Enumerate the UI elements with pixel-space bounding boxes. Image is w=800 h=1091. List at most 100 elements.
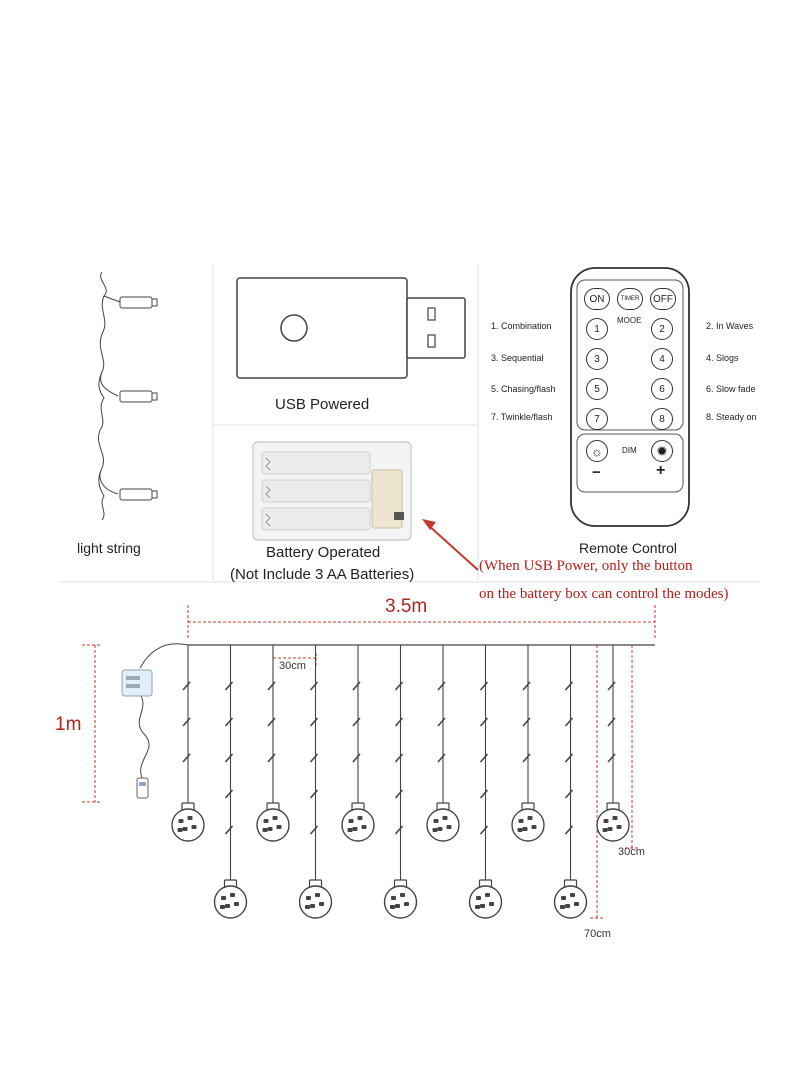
strand-led-9-793	[564, 789, 574, 799]
ball-led-3-4	[305, 905, 310, 909]
ball-led-7-4	[475, 905, 480, 909]
strand-led-7-829	[479, 825, 489, 835]
strand-led-6-721	[437, 717, 446, 727]
off-button[interactable]: OFF	[650, 288, 676, 310]
light-string-caption: light string	[77, 540, 141, 556]
ball-led-7-1	[485, 893, 490, 897]
usb-caption: USB Powered	[275, 396, 370, 413]
short-drop-label: 30cm	[618, 846, 645, 858]
strand-led-0-757	[182, 753, 191, 763]
ball-led-5-1	[400, 893, 405, 897]
strand-led-9-829	[564, 825, 574, 835]
ball-led-6-3	[437, 827, 443, 831]
mode-3-button[interactable]: 3	[586, 348, 608, 370]
ball-ornament-7	[468, 885, 503, 919]
strand-led-0-685	[182, 681, 191, 691]
usb-note-line2: on the battery box can control the modes…	[479, 586, 729, 602]
mode-right-2: 4. Slogs	[706, 353, 739, 363]
mode-7-button[interactable]: 7	[586, 408, 608, 430]
strand-led-0-721	[182, 717, 191, 727]
ball-led-2-1	[272, 816, 278, 820]
strand-led-9-757	[564, 753, 574, 763]
ball-ornament-8	[511, 808, 545, 842]
ball-led-3-0	[306, 896, 311, 900]
ball-ornament-2	[256, 808, 290, 842]
strand-led-6-685	[437, 681, 446, 691]
strand-led-1-721	[224, 717, 234, 727]
ball-led-1-1	[230, 893, 235, 897]
dim-down-button[interactable]: ☼	[586, 440, 608, 462]
ball-led-2-3	[267, 827, 273, 831]
height-dimension-label: 1m	[55, 714, 82, 735]
strand-led-8-685	[522, 681, 531, 691]
strand-led-5-685	[394, 681, 404, 691]
strand-led-7-721	[479, 717, 489, 727]
ball-led-1-3	[225, 904, 230, 908]
curtain-strands	[171, 645, 630, 919]
ball-led-4-4	[347, 828, 353, 832]
long-drop-label: 70cm	[584, 928, 611, 940]
ball-led-5-3	[395, 904, 400, 908]
ball-led-0-2	[191, 825, 197, 829]
strand-led-5-829	[394, 825, 404, 835]
curtain-diagram	[82, 605, 656, 919]
ball-led-10-1	[612, 816, 618, 820]
ball-led-4-2	[361, 825, 367, 829]
strand-led-1-757	[224, 753, 234, 763]
mode-right-3: 6. Slow fade	[706, 384, 756, 394]
ball-led-3-3	[310, 904, 315, 908]
mode-5-button[interactable]: 5	[586, 378, 608, 400]
strand-led-3-829	[309, 825, 319, 835]
ball-led-5-4	[390, 905, 395, 909]
strand-led-2-685	[267, 681, 276, 691]
strand-led-5-793	[394, 789, 404, 799]
mode-left-3: 5. Chasing/flash	[491, 384, 556, 394]
ball-led-0-1	[187, 816, 193, 820]
strand-led-10-757	[607, 753, 616, 763]
strand-led-7-757	[479, 753, 489, 763]
ball-led-10-3	[607, 827, 613, 831]
ball-led-6-0	[433, 819, 439, 823]
ball-led-9-4	[560, 905, 565, 909]
ball-led-3-1	[315, 893, 320, 897]
width-dimension-label: 3.5m	[385, 596, 428, 617]
strand-spacing-label: 30cm	[279, 660, 306, 672]
battery-caption-line1: Battery Operated	[266, 544, 381, 561]
strand-led-9-721	[564, 717, 574, 727]
mode-8-button[interactable]: 8	[651, 408, 673, 430]
on-button[interactable]: ON	[584, 288, 610, 310]
ball-led-9-2	[574, 902, 579, 906]
mode-1-button[interactable]: 1	[586, 318, 608, 340]
ball-led-8-3	[522, 827, 528, 831]
ball-ornament-6	[426, 808, 460, 842]
strand-led-8-721	[522, 717, 531, 727]
ball-led-8-0	[518, 819, 524, 823]
ball-led-6-4	[432, 828, 438, 832]
battery-caption-line2: (Not Include 3 AA Batteries)	[230, 566, 415, 583]
mode-2-button[interactable]: 2	[651, 318, 673, 340]
strand-led-5-757	[394, 753, 404, 763]
usb-adapter-icon	[236, 277, 466, 379]
remote-caption: Remote Control	[579, 540, 678, 556]
ball-ornament-4	[341, 808, 375, 842]
mode-left-4: 7. Twinkle/flash	[491, 412, 553, 422]
strand-led-3-685	[309, 681, 319, 691]
dim-up-button[interactable]: ✹	[651, 440, 673, 462]
mode-4-button[interactable]: 4	[651, 348, 673, 370]
battery-box-icon	[252, 441, 412, 541]
mode-6-button[interactable]: 6	[651, 378, 673, 400]
timer-button[interactable]: TIMER	[617, 288, 643, 310]
ball-ornament-0	[171, 808, 205, 842]
ball-led-8-2	[531, 825, 537, 829]
sun-dim-icon: ☼	[591, 443, 603, 459]
strand-led-10-685	[607, 681, 616, 691]
ball-led-10-0	[603, 819, 609, 823]
ball-led-1-2	[234, 902, 239, 906]
ball-led-10-4	[602, 828, 608, 832]
ball-led-0-0	[178, 819, 184, 823]
ball-led-0-3	[182, 827, 188, 831]
ball-led-9-3	[565, 904, 570, 908]
ball-led-8-4	[517, 828, 523, 832]
ball-led-7-3	[480, 904, 485, 908]
ball-led-2-4	[262, 828, 268, 832]
